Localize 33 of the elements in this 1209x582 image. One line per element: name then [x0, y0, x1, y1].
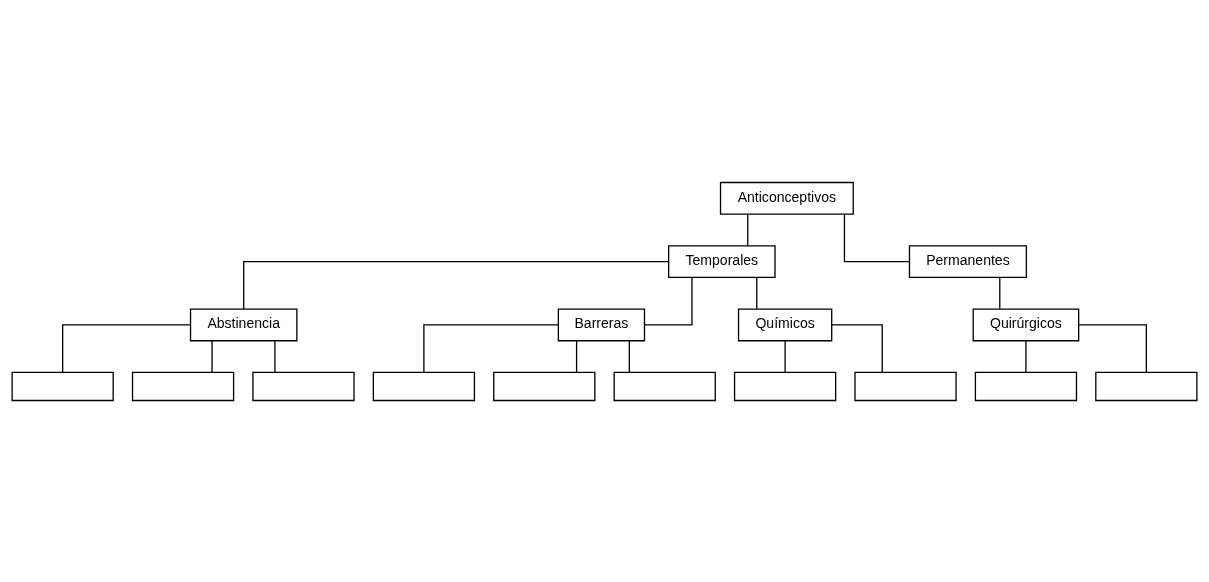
node-box: Anticonceptivos: [719, 181, 854, 215]
node-box: Barreras: [557, 307, 646, 341]
connector: [643, 276, 693, 326]
connector: [243, 260, 670, 310]
connector: [575, 339, 578, 373]
node-box: Abstinencia: [189, 307, 298, 341]
node-box: [11, 371, 114, 401]
node-box: Permanentes: [908, 244, 1028, 278]
connector: [756, 276, 758, 309]
node-box: [974, 371, 1078, 401]
connector: [843, 213, 911, 262]
connector: [211, 339, 213, 373]
connector: [999, 276, 1001, 309]
node-box: [1095, 371, 1198, 401]
node-box: Quirúrgicos: [972, 307, 1080, 341]
connector: [628, 339, 630, 373]
node-box: [131, 371, 235, 401]
connector: [62, 323, 192, 373]
connector: [747, 213, 749, 246]
node-box: [493, 371, 596, 401]
node-box: [252, 371, 355, 401]
node-box: [372, 371, 476, 401]
connector: [1025, 339, 1027, 373]
node-box: [854, 371, 957, 401]
node-box: [613, 371, 716, 401]
connector: [1078, 323, 1147, 373]
node-box: Temporales: [668, 244, 776, 278]
node-box: [733, 371, 837, 401]
connector: [274, 339, 276, 373]
connector: [423, 323, 559, 373]
connector: [784, 339, 786, 373]
node-box: Químicos: [737, 307, 833, 341]
connector: [831, 323, 883, 373]
